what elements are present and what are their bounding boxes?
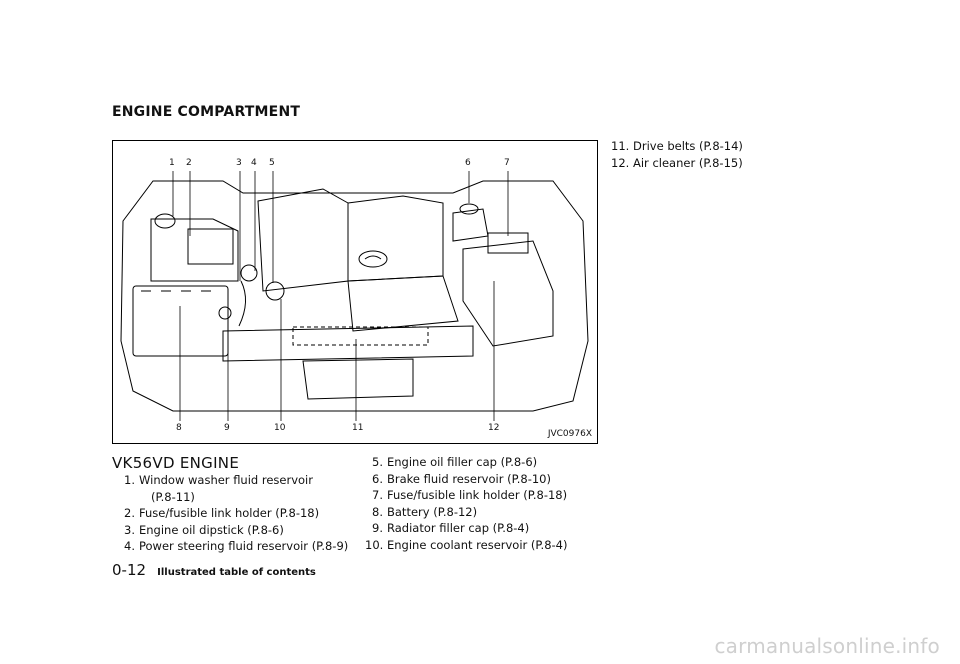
- list-item: 5.Engine oil filler cap (P.8-6): [372, 455, 538, 469]
- list-item: 10.Engine coolant reservoir (P.8-4): [365, 537, 568, 552]
- page-number: 0-12: [112, 561, 147, 579]
- list-item: 8.Battery (P.8-12): [372, 504, 478, 519]
- callout-7: 7: [504, 158, 510, 168]
- list-item: 9.Radiator filler cap (P.8-4): [372, 521, 530, 535]
- list-item: 7.Fuse/fusible link holder (P.8-18): [372, 488, 568, 502]
- list-item: 4. Power steering fluid reservoir (P.8-9…: [124, 539, 349, 553]
- callout-10: 10: [274, 423, 286, 433]
- list-item: 3. Engine oil dipstick (P.8-6): [124, 522, 284, 537]
- callout-12: 12: [488, 423, 500, 433]
- callout-11: 11: [352, 423, 364, 433]
- callout-5: 5: [269, 158, 275, 168]
- figure-code: JVC0976X: [547, 429, 592, 439]
- callout-2: 2: [186, 158, 192, 168]
- list-item: 12.Air cleaner (P.8-15): [611, 155, 743, 170]
- callout-3: 3: [236, 158, 242, 168]
- list-item: 6.Brake fluid reservoir (P.8-10): [372, 471, 551, 486]
- page-footer: 0-12 Illustrated table of contents: [112, 560, 316, 579]
- component-list-c: 11.Drive belts (P.8-14) 12.Air cleaner (…: [611, 138, 811, 171]
- callout-4: 4: [251, 158, 257, 168]
- list-item: 2. Fuse/fusible link holder (P.8-18): [124, 506, 320, 520]
- callout-9: 9: [224, 423, 230, 433]
- component-list-a: 1. Window washer fluid reservoir (P.8-11…: [117, 472, 357, 555]
- watermark-logo: carmanualsonline.info: [714, 634, 940, 658]
- component-list-b: 5.Engine oil filler cap (P.8-6) 6.Brake …: [365, 454, 595, 553]
- engine-illustration: [120, 171, 589, 421]
- engine-compartment-figure: 1 2 3 4 5 6 7 8 9 10 11 12 JVC0976X: [112, 140, 598, 444]
- section-name: Illustrated table of contents: [157, 567, 316, 578]
- list-item: 1. Window washer fluid reservoir (P.8-11…: [124, 473, 313, 504]
- callout-8: 8: [176, 423, 182, 433]
- list-item: 11.Drive belts (P.8-14): [611, 139, 743, 153]
- callout-6: 6: [465, 158, 471, 168]
- callout-1: 1: [169, 158, 175, 168]
- engine-title: VK56VD ENGINE: [112, 454, 240, 472]
- section-title: ENGINE COMPARTMENT: [112, 104, 301, 120]
